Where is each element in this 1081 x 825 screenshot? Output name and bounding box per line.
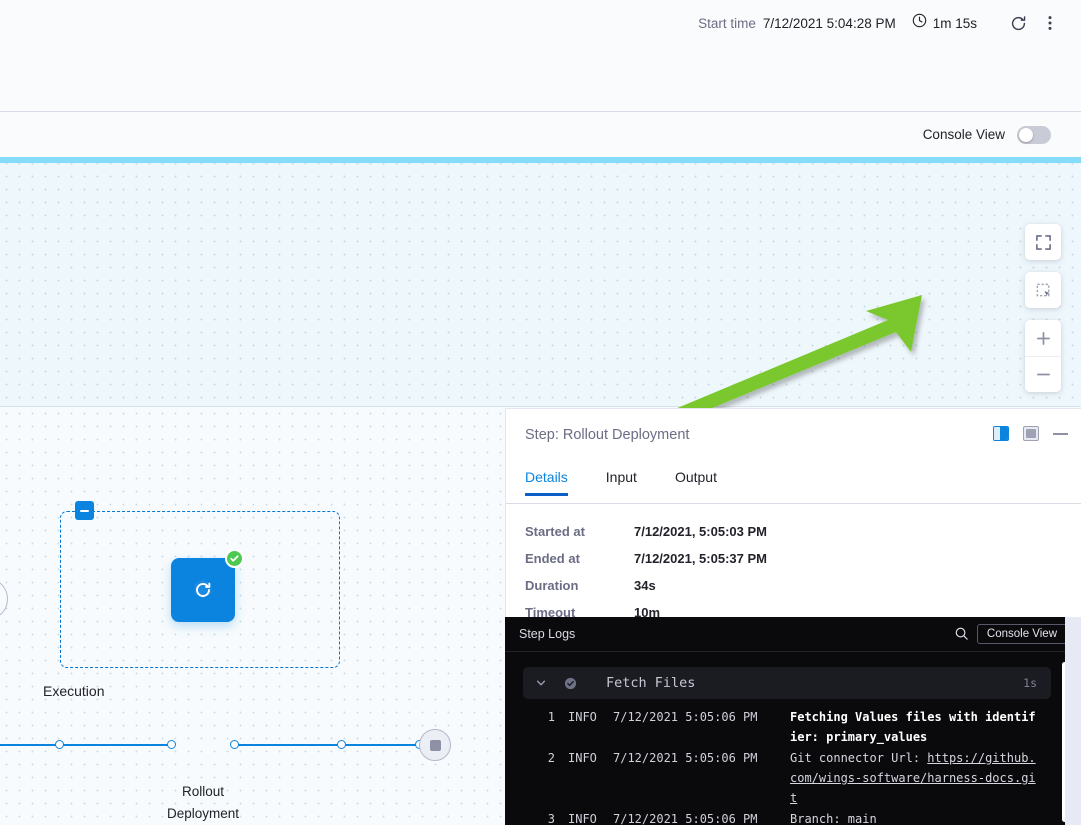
field-ended-at: Ended at 7/12/2021, 5:05:37 PM	[525, 548, 1065, 568]
fit-screen-icon[interactable]	[1025, 224, 1061, 260]
port-group-out[interactable]	[337, 740, 346, 749]
details-panel-header: Step: Rollout Deployment	[506, 409, 1081, 459]
log-line-level: INFO	[568, 812, 597, 825]
logs-header: Step Logs Console View	[505, 617, 1081, 652]
panel-layout-icon[interactable]	[1023, 426, 1039, 441]
minus-square-icon[interactable]	[75, 501, 94, 520]
step-logs-panel: Step Logs Console View Fetch Files 1s 1	[505, 617, 1081, 825]
log-line-timestamp: 7/12/2021 5:05:06 PM	[613, 751, 758, 765]
execution-group[interactable]	[60, 501, 340, 668]
log-line: 3 INFO 7/12/2021 5:05:06 PM Branch: main	[505, 809, 1050, 825]
details-panel-title: Step: Rollout Deployment	[525, 427, 690, 443]
field-timeout: Timeout 10m	[525, 602, 1065, 622]
field-key: Ended at	[525, 550, 580, 566]
clock-icon	[912, 13, 927, 33]
zoom-out-icon[interactable]	[1025, 356, 1061, 392]
log-line-message: Fetching Values files with identifier: p…	[790, 710, 1036, 744]
console-view-bar: Console View	[0, 112, 1081, 157]
refresh-icon[interactable]	[1005, 10, 1031, 36]
log-line-level: INFO	[568, 710, 597, 724]
step-node-rollout-deployment[interactable]	[171, 549, 244, 622]
log-section-name: Fetch Files	[606, 675, 696, 691]
logs-title: Step Logs	[519, 627, 576, 641]
log-line: 1 INFO 7/12/2021 5:05:06 PM Fetching Val…	[505, 707, 1050, 747]
zoom-in-icon[interactable]	[1025, 320, 1061, 356]
log-line-text: Git connector Url:	[790, 751, 928, 765]
field-value: 34s	[634, 577, 656, 593]
stop-square-icon	[429, 739, 441, 751]
log-line-number: 1	[547, 710, 555, 724]
field-key: Duration	[525, 577, 579, 593]
check-circle-icon	[225, 549, 244, 568]
more-vertical-icon[interactable]	[1037, 10, 1063, 36]
port-node-out[interactable]	[230, 740, 239, 749]
canvas-top-accent	[0, 157, 1081, 163]
field-value: 10m	[634, 604, 661, 620]
marquee-select-icon[interactable]	[1025, 272, 1061, 308]
rollout-deployment-icon	[194, 579, 212, 599]
field-key: Started at	[525, 523, 585, 539]
log-line-message: Git connector Url: https://github.com/wi…	[790, 748, 1038, 808]
check-circle-icon	[564, 677, 577, 690]
split-right-layout-icon[interactable]	[993, 426, 1009, 441]
logs-console-view-button[interactable]: Console View	[976, 624, 1067, 644]
logs-scrollbar[interactable]	[1062, 662, 1067, 822]
port-node-in[interactable]	[167, 740, 176, 749]
port-group-in[interactable]	[55, 740, 64, 749]
minimize-icon[interactable]	[1053, 432, 1068, 435]
log-line-number: 3	[547, 812, 555, 825]
pipeline-graph: Execution Rollout Deployment	[0, 157, 505, 825]
search-icon[interactable]	[954, 626, 969, 646]
logs-right-gutter	[1065, 617, 1081, 825]
previous-node-partial[interactable]	[0, 580, 8, 618]
log-line-timestamp: 7/12/2021 5:05:06 PM	[613, 710, 758, 724]
field-duration: Duration 34s	[525, 575, 1065, 595]
execution-meta: Start time 7/12/2021 5:04:28 PM 1m 15s	[698, 8, 1063, 38]
edge-incoming	[0, 744, 175, 746]
field-value: 7/12/2021, 5:05:37 PM	[634, 550, 767, 566]
field-started-at: Started at 7/12/2021, 5:05:03 PM	[525, 521, 1065, 541]
chevron-down-icon[interactable]	[535, 677, 547, 689]
edge-outgoing	[232, 744, 422, 746]
tabs-underline	[506, 503, 1081, 504]
log-line: 2 INFO 7/12/2021 5:05:06 PM Git connecto…	[505, 748, 1050, 808]
log-line-message: Branch: main	[790, 812, 877, 825]
canvas-section-divider	[0, 406, 1081, 407]
log-line-link[interactable]: https://github.com/wings-software/harnes…	[790, 751, 1036, 805]
field-key: Timeout	[525, 604, 576, 620]
logs-body[interactable]: Fetch Files 1s 1 INFO 7/12/2021 5:05:06 …	[505, 652, 1081, 825]
execution-group-title: Execution	[43, 683, 105, 699]
log-section-fetch-files[interactable]: Fetch Files 1s	[523, 667, 1051, 699]
details-panel-tabs: Details Input Output	[525, 469, 755, 496]
start-time-value: 7/12/2021 5:04:28 PM	[762, 15, 896, 31]
canvas-controls	[1025, 224, 1061, 392]
end-node[interactable]	[419, 729, 451, 761]
log-section-duration: 1s	[1023, 676, 1037, 690]
step-node-label: Rollout Deployment	[166, 784, 240, 821]
log-line-list: 1 INFO 7/12/2021 5:05:06 PM Fetching Val…	[505, 707, 1050, 825]
log-line-number: 2	[547, 751, 555, 765]
log-line-level: INFO	[568, 751, 597, 765]
duration-value: 1m 15s	[932, 15, 977, 31]
log-line-timestamp: 7/12/2021 5:05:06 PM	[613, 812, 758, 825]
console-view-toggle[interactable]	[1017, 125, 1051, 144]
details-field-list: Started at 7/12/2021, 5:05:03 PM Ended a…	[525, 521, 1065, 629]
toggle-knob	[1019, 127, 1033, 142]
step-details-panel: Step: Rollout Deployment Details Input O…	[505, 408, 1081, 620]
console-view-label: Console View	[922, 127, 1005, 142]
tab-input[interactable]: Input	[605, 469, 637, 485]
start-time-label: Start time	[698, 15, 756, 31]
tab-output[interactable]: Output	[674, 469, 717, 485]
field-value: 7/12/2021, 5:05:03 PM	[634, 523, 767, 539]
top-toolbar: Start time 7/12/2021 5:04:28 PM 1m 15s	[0, 0, 1081, 112]
tab-details[interactable]: Details	[525, 469, 588, 496]
